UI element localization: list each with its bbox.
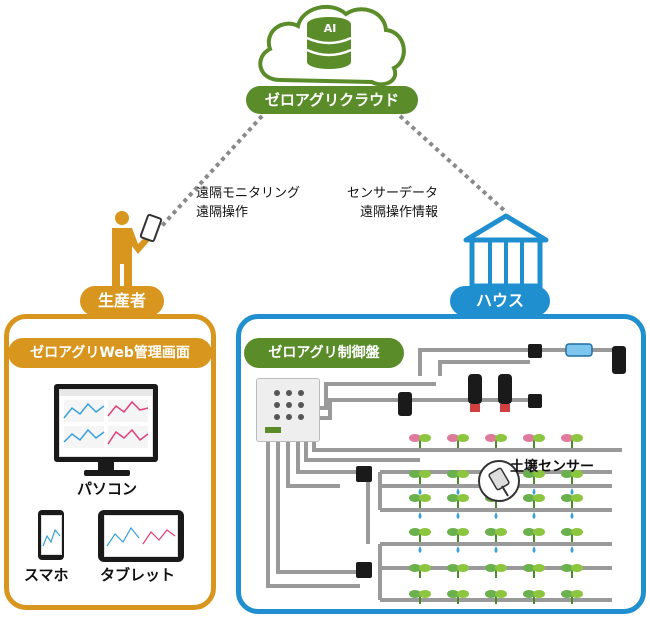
house-panel <box>236 314 646 614</box>
pc-label: パソコン <box>76 480 137 498</box>
cloud-label: ゼロアグリクラウド <box>246 86 418 114</box>
farmer-with-phone-icon <box>112 211 163 290</box>
producer-label: 生産者 <box>80 286 164 316</box>
smartphone <box>38 510 64 560</box>
tablet-label: タブレット <box>100 566 176 584</box>
dashboard-chart-icon <box>60 390 152 448</box>
plant-row-1 <box>408 433 584 449</box>
ai-badge: AI <box>323 22 337 35</box>
plant-row-5 <box>408 563 584 579</box>
control-box-icon <box>256 378 320 442</box>
link-left-line2: 遠隔操作 <box>196 205 249 220</box>
link-right-text: センサーデータ 遠隔操作情報 <box>344 184 438 222</box>
soil-sensor-label: 土壌センサー <box>510 459 594 475</box>
web-console-title: ゼロアグリWeb管理画面 <box>8 338 212 368</box>
house-label: ハウス <box>450 286 550 316</box>
plant-row-6 <box>408 589 584 605</box>
link-right-line1: センサーデータ <box>347 186 439 201</box>
phone-label: スマホ <box>24 566 69 584</box>
link-left-text: 遠隔モニタリング 遠隔操作 <box>196 184 300 222</box>
link-right-line2: 遠隔操作情報 <box>360 205 439 220</box>
tablet <box>98 510 184 562</box>
phone-screen <box>41 515 62 555</box>
link-left-line1: 遠隔モニタリング <box>196 186 301 201</box>
ai-database-icon <box>306 17 352 69</box>
tablet-screen <box>104 515 178 557</box>
pc-stand <box>98 462 114 472</box>
pc-monitor <box>54 384 158 462</box>
plant-row-4 <box>408 527 584 553</box>
pc-base <box>84 470 130 476</box>
pc-screen <box>59 389 153 457</box>
soil-sensor-icon <box>478 460 520 502</box>
control-panel-title: ゼロアグリ制御盤 <box>244 338 404 368</box>
producer-panel <box>4 314 216 610</box>
